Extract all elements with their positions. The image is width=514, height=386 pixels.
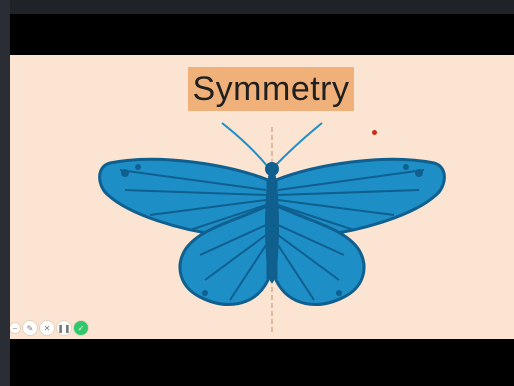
check-icon[interactable]: ✓ [74,321,88,335]
antenna-left [222,123,268,167]
laser-pointer-dot [372,130,377,135]
butterfly-head [265,162,279,176]
presentation-slide: Symmetry [10,55,514,339]
slide-title: Symmetry [188,67,354,111]
left-window-strip [0,0,10,386]
pen-icon[interactable]: ✎ [23,321,37,335]
pause-icon[interactable]: ❚❚ [57,321,71,335]
antenna-right [274,123,322,167]
top-window-strip [0,0,514,14]
letterbox-bottom [10,339,514,386]
presenter-control-bar: – ✎ ✕ ❚❚ ✓ [10,320,88,336]
minus-icon[interactable]: – [10,323,20,333]
close-icon[interactable]: ✕ [40,321,54,335]
butterfly-body [265,167,279,283]
